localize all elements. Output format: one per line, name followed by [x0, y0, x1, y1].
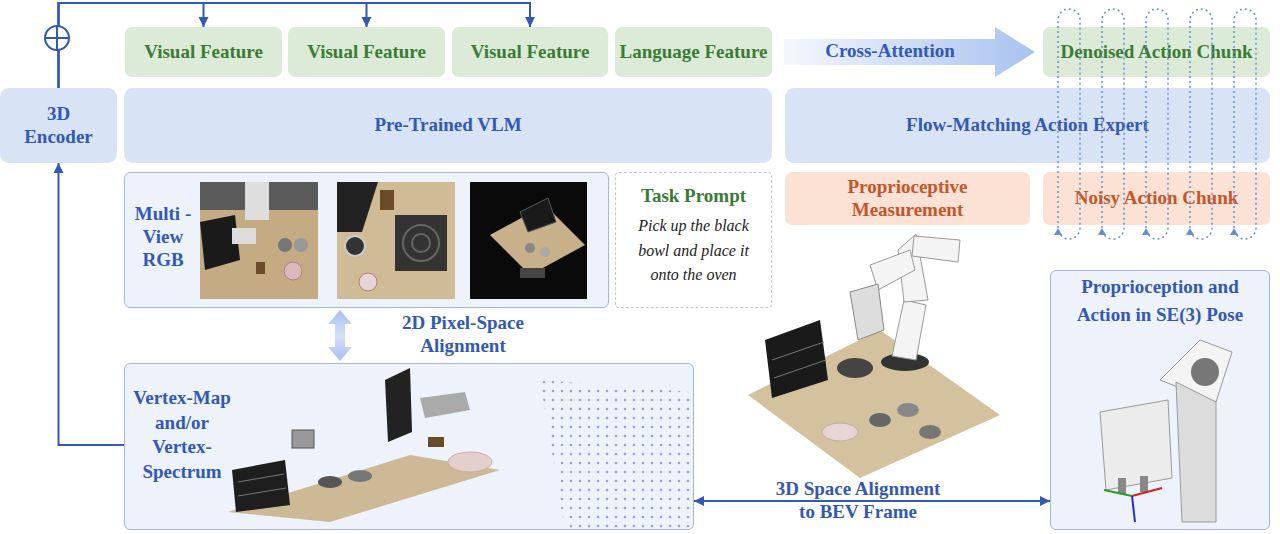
bowl	[897, 403, 919, 417]
model-band: Pre-Trained VLM	[124, 88, 772, 163]
feature-box: Visual Feature	[288, 27, 445, 77]
rgb-view-1	[200, 182, 318, 299]
plate	[284, 262, 302, 280]
feature-label: Visual Feature	[144, 41, 263, 64]
drawer-line	[772, 342, 824, 360]
box	[256, 262, 265, 274]
bowl	[345, 236, 365, 256]
arrow-head	[525, 17, 535, 27]
arrow-head	[1142, 228, 1150, 235]
prompt-text: Pick up the black bowl and place it onto…	[616, 214, 771, 288]
bowl	[919, 425, 941, 439]
block-arrow	[328, 310, 352, 361]
edge-label: 3D Space Alignment to BEV Frame	[768, 478, 948, 524]
feature-label: Language Feature	[620, 41, 768, 64]
arrow-head	[1040, 496, 1050, 506]
drawer-line	[238, 474, 284, 482]
connector	[54, 163, 125, 445]
edge-label: Cross-Attention	[790, 40, 990, 63]
prompt-heading: Task Prompt	[641, 185, 746, 208]
cabinet-side	[385, 368, 412, 442]
robot-link	[892, 300, 926, 360]
robot-base	[520, 268, 545, 278]
box	[380, 190, 394, 210]
connector	[784, 27, 1035, 77]
plate	[822, 423, 858, 441]
plate	[359, 273, 377, 291]
robot-link	[1176, 382, 1216, 522]
encoder-label: 3D Encoder	[16, 103, 101, 149]
feature-box: Visual Feature	[125, 27, 282, 77]
drawer-line	[238, 488, 286, 496]
arrow-head	[1098, 228, 1106, 235]
point-grid	[540, 380, 690, 530]
sum-symbol	[45, 26, 69, 50]
encoder-box: 3D Encoder	[0, 88, 117, 163]
gripper	[850, 284, 884, 340]
feature-label: Visual Feature	[307, 41, 426, 64]
panel-label: Multi -View RGB	[131, 203, 195, 271]
feature-label: Visual Feature	[471, 41, 590, 64]
arrow-head	[1054, 228, 1062, 235]
model-label: Pre-Trained VLM	[374, 114, 521, 137]
robot-joint	[1191, 358, 1219, 386]
drawer	[520, 198, 556, 232]
input-box: Proprioceptive Measurement	[785, 172, 1030, 225]
connector	[328, 310, 352, 361]
bowl	[348, 470, 372, 482]
panel-label: Proprioception and Action in SE(3) Pose	[1051, 273, 1269, 328]
feature-box: Visual Feature	[452, 27, 608, 77]
finger	[1140, 476, 1148, 492]
arrow-head	[694, 496, 704, 506]
input-box: Noisy Action Chunk	[1043, 172, 1270, 225]
stove	[837, 358, 873, 378]
arrow-head	[199, 17, 209, 27]
block-arrow	[784, 27, 1035, 77]
pose-panel: Proprioception and Action in SE(3) Pose	[1050, 270, 1270, 530]
input-label: Proprioceptive Measurement	[825, 176, 990, 222]
burner	[412, 234, 430, 252]
output-label: Denoised Action Chunk	[1060, 41, 1252, 64]
rgb-view-2	[337, 182, 455, 299]
arrow-head	[362, 17, 372, 27]
arrow-head	[54, 163, 64, 173]
arrow-head	[1186, 228, 1194, 235]
feature-box: Language Feature	[615, 27, 772, 77]
stove	[395, 215, 447, 271]
rgb-view-3	[470, 182, 587, 299]
model-label: Flow-Matching Action Expert	[906, 114, 1149, 137]
bowl	[278, 238, 292, 252]
stove	[232, 228, 256, 244]
robot-link	[912, 236, 960, 262]
drawer-top	[337, 182, 378, 232]
robot-base	[245, 182, 269, 220]
bowl	[540, 247, 550, 257]
sum-symbol	[45, 37, 69, 39]
connector-line	[59, 163, 125, 445]
input-label: Noisy Action Chunk	[1075, 187, 1239, 210]
prompt-box: Task PromptPick up the black bowl and pl…	[615, 172, 772, 308]
output-box: Denoised Action Chunk	[1043, 27, 1270, 77]
finger	[1118, 478, 1126, 494]
plate	[448, 452, 492, 472]
bowl	[318, 476, 342, 488]
drawer-line	[774, 360, 826, 378]
sum-symbol	[56, 26, 58, 50]
bowl	[525, 243, 535, 253]
burner	[403, 225, 439, 261]
gripper	[1100, 400, 1172, 490]
model-band: Flow-Matching Action Expert	[785, 88, 1270, 163]
gripper	[292, 430, 314, 448]
panel-label: Vertex-Map and/or Vertex-Spectrum	[127, 386, 237, 485]
arrow-head	[1230, 228, 1238, 235]
box	[428, 437, 444, 447]
bowl	[294, 238, 308, 252]
drawer	[765, 320, 828, 398]
bowl	[869, 413, 891, 427]
edge-label: 2D Pixel-Space Alignment	[388, 312, 538, 358]
